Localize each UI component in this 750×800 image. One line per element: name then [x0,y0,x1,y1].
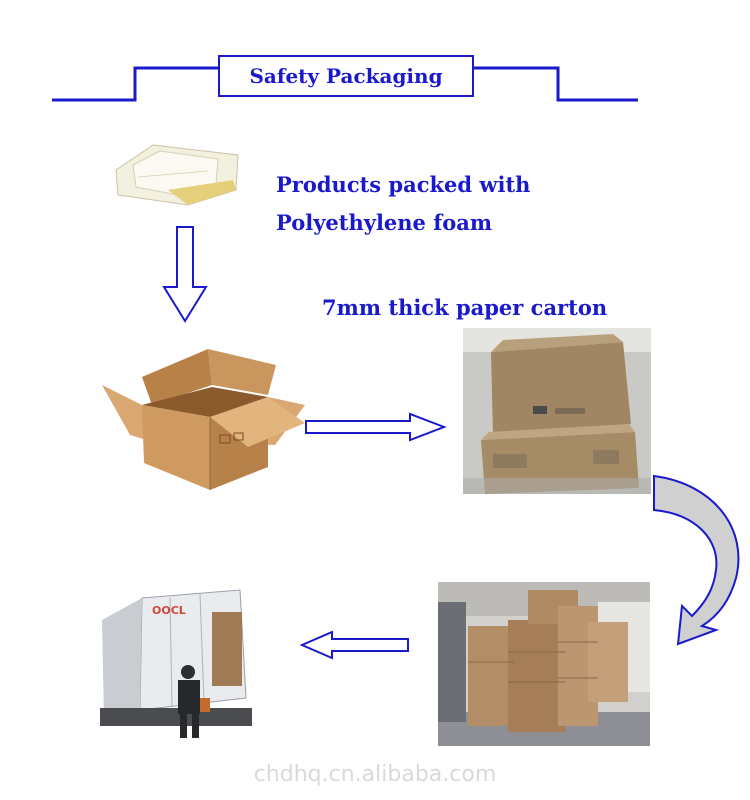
paper-carton-photo [463,328,651,494]
container-loading-photo: OOCL [100,580,252,745]
page-title: Safety Packaging [218,55,474,97]
curved-arrow-icon [653,474,740,646]
left-arrow-icon [300,630,409,660]
watermark: chdhq.cn.alibaba.com [253,762,497,787]
container-logo-text: OOCL [152,604,186,617]
foam-packed-product-photo [108,135,243,210]
open-carton-illustration [102,349,305,490]
down-arrow-icon [162,226,208,323]
warehouse-stack-photo [438,582,650,746]
step1-caption-line1: Products packed with [276,172,531,197]
right-arrow-icon [305,412,447,442]
step1-caption-line2: Polyethylene foam [276,210,493,235]
step2-caption: 7mm thick paper carton [322,295,608,320]
